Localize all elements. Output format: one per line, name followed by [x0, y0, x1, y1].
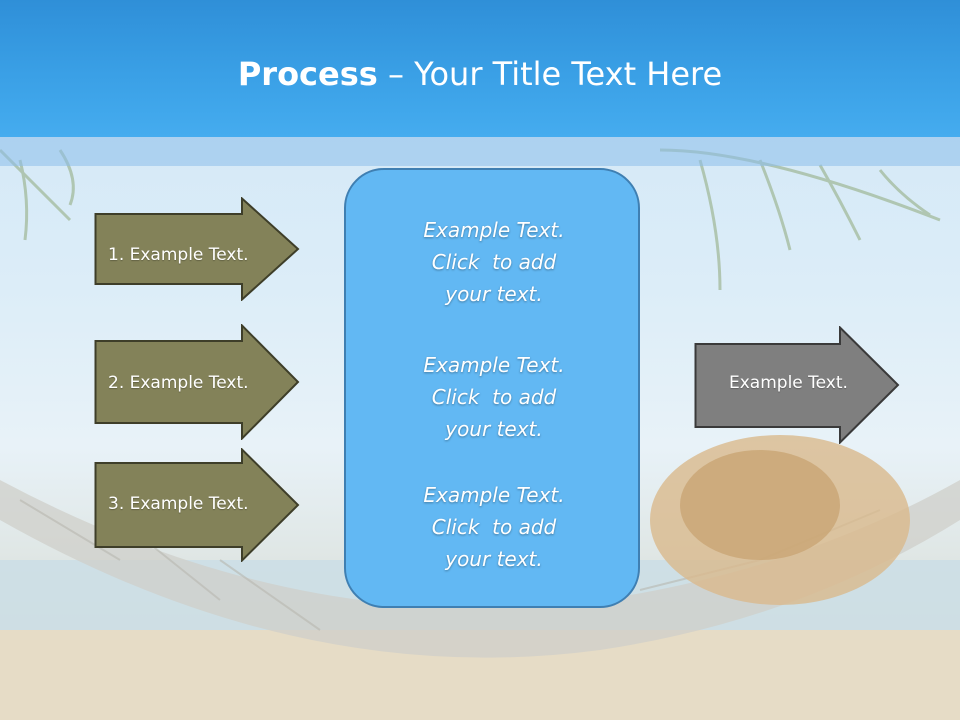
output-arrow-label: Example Text. [729, 373, 848, 393]
center-block-1-line-2: Click to add [431, 250, 557, 274]
center-block-1-line-3: your text. [445, 282, 543, 306]
output-arrow[interactable] [694, 326, 900, 444]
title-underband [0, 137, 960, 166]
center-block-3: Example Text. Click to add your text. [346, 479, 642, 575]
center-block-1-line-1: Example Text. [423, 218, 565, 242]
center-block-2-line-2: Click to add [431, 385, 557, 409]
input-arrow-1[interactable] [94, 197, 300, 301]
input-arrow-2-label: 2. Example Text. [108, 373, 249, 393]
input-arrow-3-label: 3. Example Text. [108, 494, 249, 514]
center-block-3-line-2: Click to add [431, 515, 557, 539]
center-block-3-line-1: Example Text. [423, 483, 565, 507]
title-rest: – Your Title Text Here [377, 55, 723, 93]
center-text-box[interactable]: Example Text. Click to add your text. Ex… [344, 168, 640, 608]
title-bar [0, 0, 960, 137]
input-arrow-3[interactable] [94, 448, 300, 562]
title-bold: Process [237, 55, 378, 93]
slide-title[interactable]: Process – Your Title Text Here [0, 52, 960, 96]
center-block-3-line-3: your text. [445, 547, 543, 571]
center-block-2-line-3: your text. [445, 417, 543, 441]
center-block-2: Example Text. Click to add your text. [346, 349, 642, 445]
input-arrow-1-label: 1. Example Text. [108, 245, 249, 265]
center-block-1: Example Text. Click to add your text. [346, 214, 642, 310]
input-arrow-2[interactable] [94, 324, 300, 440]
center-block-2-line-1: Example Text. [423, 353, 565, 377]
